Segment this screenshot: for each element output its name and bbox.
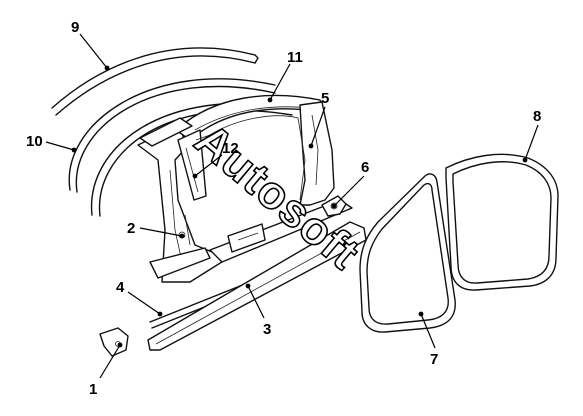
leader-dot-8 — [522, 157, 528, 163]
part-roof-moulding-outer[interactable] — [51, 47, 259, 116]
leader-line-2 — [139, 227, 183, 237]
leader-line-5 — [310, 106, 326, 147]
callout-label-2: 2 — [127, 220, 135, 237]
leader-dot-6 — [331, 203, 337, 209]
callout-label-10: 10 — [26, 133, 43, 150]
callout-label-4: 4 — [116, 279, 125, 296]
leader-dot-11 — [267, 97, 273, 103]
part-rear-door-seal[interactable] — [445, 153, 559, 291]
callout-label-3: 3 — [263, 321, 271, 338]
leader-line-3 — [247, 285, 265, 319]
leader-line-9 — [79, 33, 108, 69]
leader-dot-4 — [157, 311, 163, 317]
leader-dot-1 — [117, 342, 123, 348]
part-bracket[interactable] — [99, 327, 129, 357]
leader-dot-9 — [104, 65, 110, 71]
leader-dot-2 — [179, 233, 185, 239]
callouts: 1 2 3 4 5 6 7 8 9 10 — [26, 19, 541, 398]
leader-line-8 — [524, 124, 539, 161]
callout-label-5: 5 — [321, 90, 329, 107]
callout-label-11: 11 — [287, 49, 303, 66]
callout-label-9: 9 — [71, 19, 79, 36]
part-front-door-seal[interactable] — [359, 173, 456, 333]
callout-label-12: 12 — [222, 140, 239, 157]
leader-dot-3 — [245, 283, 251, 289]
part-roof-seal[interactable] — [68, 78, 276, 193]
leader-line-6 — [333, 175, 365, 207]
callout-label-7: 7 — [430, 351, 438, 368]
leader-line-12 — [194, 154, 223, 177]
callout-label-1: 1 — [89, 381, 97, 398]
leader-line-11 — [269, 63, 291, 101]
leader-dot-5 — [308, 143, 314, 149]
leader-line-1 — [99, 344, 121, 379]
leader-line-7 — [420, 313, 436, 349]
leader-line-10 — [45, 141, 75, 151]
leader-dot-12 — [192, 173, 198, 179]
leader-dot-7 — [418, 311, 424, 317]
leader-line-4 — [127, 291, 161, 315]
callout-label-8: 8 — [533, 108, 541, 125]
leader-dot-10 — [71, 147, 77, 153]
callout-label-6: 6 — [361, 159, 369, 176]
part-body-side-frame[interactable] — [137, 94, 353, 283]
